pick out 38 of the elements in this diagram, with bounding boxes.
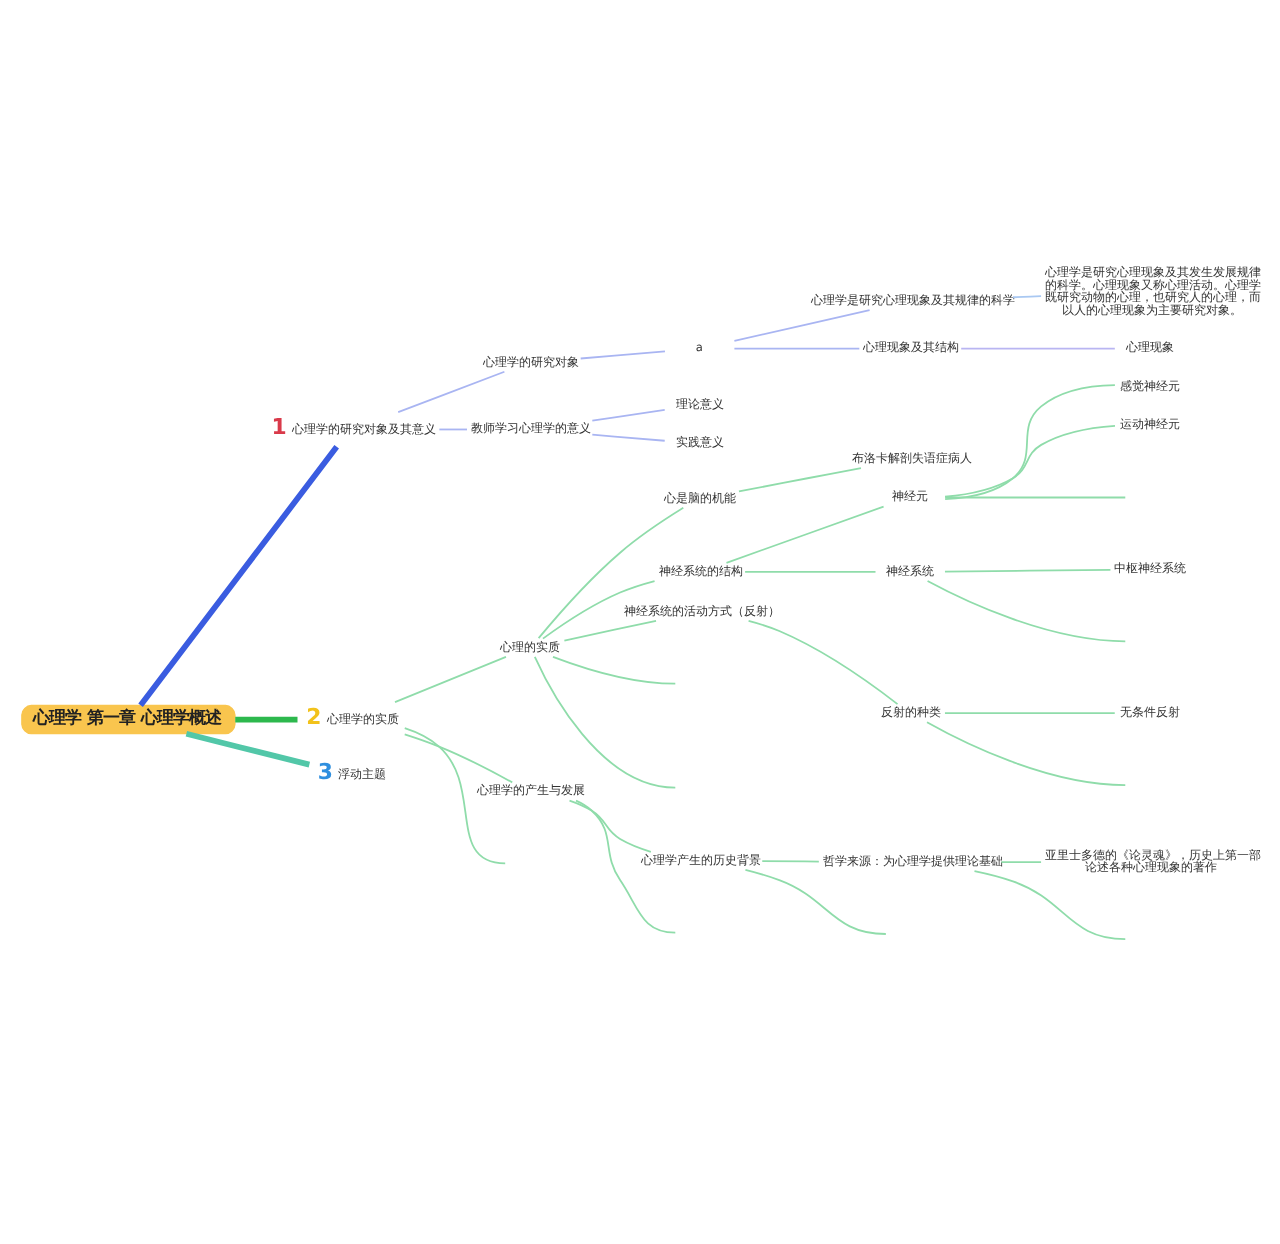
- connector: [138, 444, 339, 706]
- connector: [733, 346, 861, 349]
- connector: [235, 715, 298, 722]
- connector: [533, 655, 677, 788]
- connector: [944, 711, 1116, 714]
- connector: [733, 308, 871, 341]
- connector: [738, 466, 862, 492]
- connector: [403, 726, 507, 864]
- connector: [926, 579, 1127, 642]
- connector: [563, 618, 657, 641]
- connector: [568, 798, 652, 852]
- connector: [725, 504, 885, 563]
- connector: [591, 432, 666, 441]
- connector: [960, 346, 1116, 349]
- connector: [552, 654, 677, 684]
- connector: [542, 579, 656, 639]
- connector: [944, 567, 1112, 572]
- connector: [944, 383, 1116, 499]
- connector: [537, 505, 685, 639]
- connector: [944, 495, 1127, 498]
- connector: [944, 423, 1116, 497]
- connector: [973, 869, 1127, 940]
- connector: [761, 859, 820, 862]
- connector: [1012, 294, 1042, 298]
- connector: [744, 868, 887, 934]
- connector: [575, 798, 677, 933]
- node-box: 心理学 第一章 心理学概述: [21, 703, 236, 734]
- connector: [1000, 860, 1042, 862]
- connector: [438, 427, 468, 430]
- connector: [579, 349, 666, 359]
- connector: [403, 732, 514, 783]
- connector: [744, 570, 877, 572]
- connector: [185, 730, 311, 767]
- connector: [591, 408, 666, 421]
- connector: [747, 618, 899, 704]
- connector: [394, 654, 507, 703]
- connector: [397, 369, 506, 412]
- connector: [926, 720, 1127, 785]
